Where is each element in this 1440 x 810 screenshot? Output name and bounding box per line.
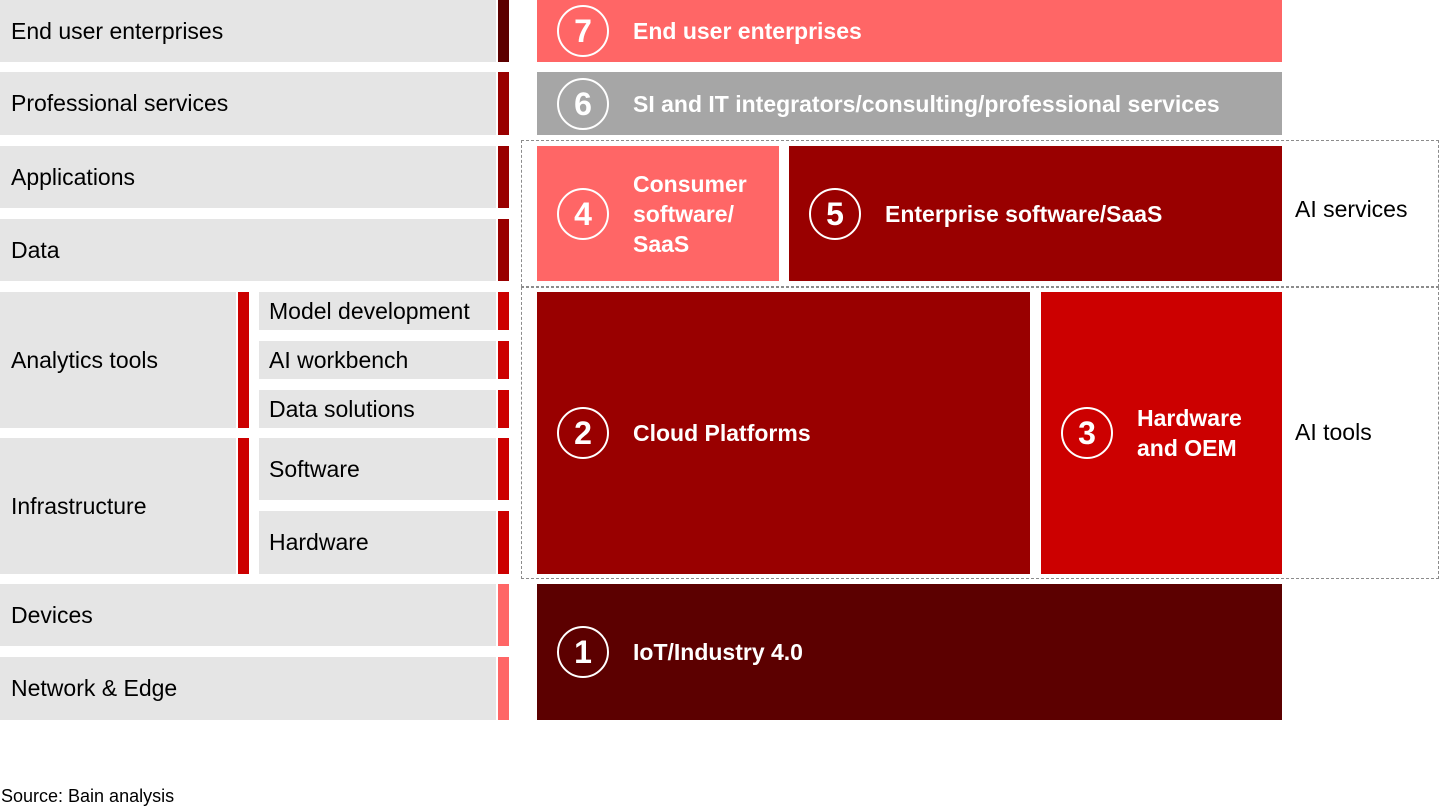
- segment-label-line: Hardware: [1137, 405, 1242, 431]
- row-color-bar: [498, 0, 509, 62]
- segment-label-line: SaaS: [633, 230, 690, 257]
- segment-6-si-integrators: 6 SI and IT integrators/consulting/profe…: [537, 72, 1282, 135]
- row-analytics-tools: Analytics tools: [0, 292, 236, 428]
- group-color-bar: [238, 292, 249, 428]
- row-color-bar: [498, 584, 509, 646]
- segment-number-badge: 3: [1061, 407, 1113, 459]
- ai-services-label: AI services: [1295, 195, 1408, 222]
- row-color-bar: [498, 146, 509, 208]
- subrow-label: Software: [269, 455, 360, 482]
- segment-number-badge: 5: [809, 187, 861, 240]
- segment-label-line: Consumer: [633, 170, 747, 197]
- row-network-edge: Network & Edge: [0, 657, 496, 720]
- segment-label: Cloud Platforms: [633, 420, 811, 446]
- subrow-label: Model development: [269, 297, 470, 324]
- row-end-user-enterprises: End user enterprises: [0, 0, 496, 62]
- segment-label-line: and OEM: [1137, 435, 1237, 461]
- row-color-bar: [498, 511, 509, 574]
- segment-number-badge: 4: [557, 187, 609, 240]
- row-color-bar: [498, 390, 509, 428]
- row-devices: Devices: [0, 584, 496, 646]
- subrow-label: Hardware: [269, 529, 369, 555]
- group-color-bar: [238, 438, 249, 574]
- row-color-bar: [498, 657, 509, 720]
- row-label: End user enterprises: [11, 17, 224, 44]
- row-color-bar: [498, 219, 509, 281]
- segment-number-badge: 7: [557, 5, 609, 57]
- row-professional-services: Professional services: [0, 72, 496, 135]
- row-color-bar: [498, 292, 509, 330]
- segment-label: Hardware and OEM: [1137, 403, 1242, 463]
- row-color-bar: [498, 438, 509, 500]
- segment-label: Enterprise software/SaaS: [885, 200, 1163, 227]
- ai-tools-label: AI tools: [1295, 418, 1372, 445]
- subrow-software: Software: [259, 438, 496, 500]
- segment-number-badge: 1: [557, 626, 609, 678]
- segment-5-enterprise-software: 5 Enterprise software/SaaS: [789, 146, 1282, 281]
- ai-services-group-box: [521, 140, 1439, 287]
- segment-2-cloud-platforms: 2 Cloud Platforms: [537, 292, 1030, 574]
- segment-3-hardware-oem: 3 Hardware and OEM: [1041, 292, 1282, 574]
- row-color-bar: [498, 72, 509, 135]
- row-label: Professional services: [11, 90, 229, 116]
- row-color-bar: [498, 341, 509, 379]
- row-label: Devices: [11, 601, 93, 628]
- subrow-label: AI workbench: [269, 346, 409, 373]
- row-label: Network & Edge: [11, 675, 178, 701]
- subrow-model-development: Model development: [259, 292, 496, 330]
- segment-label: Consumer software/ SaaS: [633, 169, 747, 259]
- row-data: Data: [0, 219, 496, 281]
- segment-label: End user enterprises: [633, 18, 862, 44]
- segment-1-iot-industry: 1 IoT/Industry 4.0: [537, 584, 1282, 720]
- row-applications: Applications: [0, 146, 496, 208]
- segment-number-badge: 2: [557, 407, 609, 459]
- subrow-ai-workbench: AI workbench: [259, 341, 496, 379]
- subrow-data-solutions: Data solutions: [259, 390, 496, 428]
- subrow-label: Data solutions: [269, 395, 415, 422]
- segment-7-end-user-enterprises: 7 End user enterprises: [537, 0, 1282, 62]
- source-note: Source: Bain analysis: [1, 786, 175, 806]
- segment-4-consumer-software: 4 Consumer software/ SaaS: [537, 146, 779, 281]
- segment-label-line: software/: [633, 200, 734, 227]
- ai-tools-group-box: [521, 287, 1439, 579]
- row-label: Applications: [11, 163, 136, 190]
- subrow-hardware: Hardware: [259, 511, 496, 574]
- row-label: Data: [11, 236, 60, 263]
- segment-label: SI and IT integrators/consulting/profess…: [633, 90, 1220, 117]
- row-label: Analytics tools: [11, 346, 159, 373]
- segment-label: IoT/Industry 4.0: [633, 639, 803, 665]
- segment-number-badge: 6: [557, 77, 609, 130]
- row-label: Infrastructure: [11, 492, 147, 519]
- row-infrastructure: Infrastructure: [0, 438, 236, 574]
